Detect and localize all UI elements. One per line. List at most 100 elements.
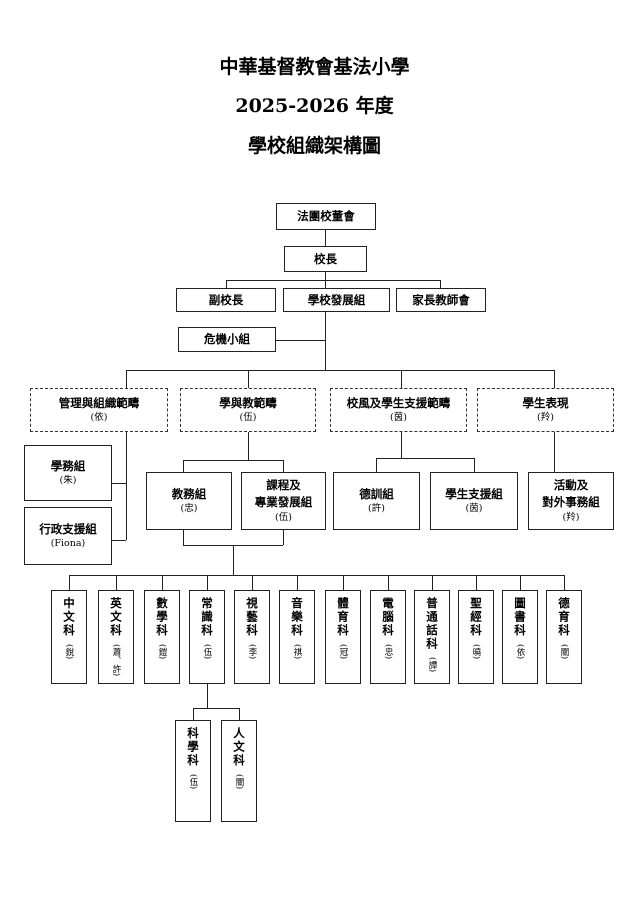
subject-node-humanities: 人文科(關) [221,720,257,822]
connector [193,708,194,720]
subject-label: 英文科 [109,597,123,638]
board-node: 法團校董會 [276,203,376,230]
connector [376,458,377,472]
subject-lead: (伍) [202,643,212,659]
node-label: 危機小組 [204,332,250,347]
node-label: 德訓組 [359,486,394,501]
connector [252,575,253,590]
subject-node: 圖書科 (依) [502,590,538,684]
subject-node: 電腦科(忠) [370,590,406,684]
connector [283,530,284,545]
subject-label: 音樂科 [290,597,304,638]
academic-affairs-node: 教務組(忠) [146,472,232,530]
subject-node: 數學科(鎧) [144,590,180,684]
connector [283,460,284,472]
connector [401,370,402,388]
connector [112,540,126,541]
subject-lead: (曉) [471,643,481,659]
connector [325,230,326,246]
node-label: 活動及 [553,478,589,493]
node-lead: (羚) [537,412,554,424]
node-label: 校風及學生支援範疇 [346,395,451,410]
connector [183,460,184,472]
subject-lead: (譚) [427,657,437,673]
connector [69,575,70,590]
connector [116,575,117,590]
subject-label: 普通話科 [425,597,439,651]
school-name: 中華基督教會基法小學 [219,56,410,78]
node-label: 法團校董會 [297,209,355,224]
subject-label: 圖書科 [513,597,527,638]
connector [325,272,326,370]
connector [126,370,554,371]
connector [183,460,283,461]
subject-node-science: 科學科(伍) [175,720,211,822]
node-label: 學校發展組 [307,292,366,307]
subject-lead: (依) [515,643,525,659]
connector [207,684,208,708]
subject-label: 德育科 [557,597,571,638]
node-lead: (伍) [275,511,292,523]
connector [343,575,344,590]
connector [248,432,249,460]
subject-lead: (李) [247,643,257,659]
connector [233,545,234,575]
admin-support-node: 行政支援組(Fiona) [24,507,112,565]
node-label: 專業發展組 [254,495,313,510]
connector [440,280,441,288]
node-label: 學與教範疇 [219,395,277,410]
node-label: 學務組 [50,458,86,473]
node-lead: (羚) [562,511,580,523]
connector [126,432,127,540]
subject-lead: (銳) [64,643,74,659]
connector [207,575,208,590]
node-label: 學生支援組 [445,486,503,501]
domain-management: 管理與組織範疇(依) [30,388,168,432]
subject-label: 體育科 [336,597,350,638]
subject-label: 數學科 [155,597,169,638]
subject-node: 視藝科 (李) [234,590,270,684]
subject-node: 普通話科 (譚) [414,590,450,684]
vice-principal-node: 副校長 [176,288,276,312]
connector [226,280,440,281]
subject-node: 聖經科(曉) [458,590,494,684]
node-label: 課程及 [266,478,301,493]
connector [239,708,240,720]
node-lead: (朱) [59,475,77,487]
node-lead: (茵) [390,412,407,424]
connector [193,708,239,709]
connector [554,370,555,388]
node-label: 校長 [314,251,337,266]
subject-label: 視藝科 [245,597,259,638]
connector [388,575,389,590]
node-label: 副校長 [208,292,244,307]
school-year: 2025-2026 年度 [235,95,394,117]
subject-lead: (關) [234,773,244,789]
node-lead: (依) [90,412,108,424]
subject-node: 中文科 (銳) [51,590,87,684]
connector [226,280,227,288]
connector [276,340,325,341]
node-lead: (伍) [239,412,257,424]
node-label: 對外事務組 [542,495,600,510]
subject-node: 常識科 (伍) [189,590,225,684]
node-label: 學生表現 [522,395,569,410]
domain-ethos-support: 校風及學生支援範疇 (茵) [330,388,467,432]
subject-lead: (忠) [383,643,393,659]
subject-label: 中文科 [62,597,76,638]
curriculum-dev-node: 課程及專業發展組(伍) [241,472,326,530]
discipline-node: 德訓組(許) [333,472,420,530]
subject-lead: (伍) [188,773,198,789]
activities-node: 活動及對外事務組(羚) [528,472,614,530]
node-lead: (Fiona) [50,538,86,550]
node-label: 教務組 [171,486,207,501]
connector [520,575,521,590]
connector [248,370,249,388]
subject-node: 英文科(蕭、許) [98,590,134,684]
node-label: 家長教師會 [412,292,470,307]
subject-node: 音樂科(祺) [279,590,315,684]
subject-label: 常識科 [200,597,214,638]
subject-node: 德育科(關) [546,590,582,684]
connector [432,575,433,590]
connector [126,370,127,388]
